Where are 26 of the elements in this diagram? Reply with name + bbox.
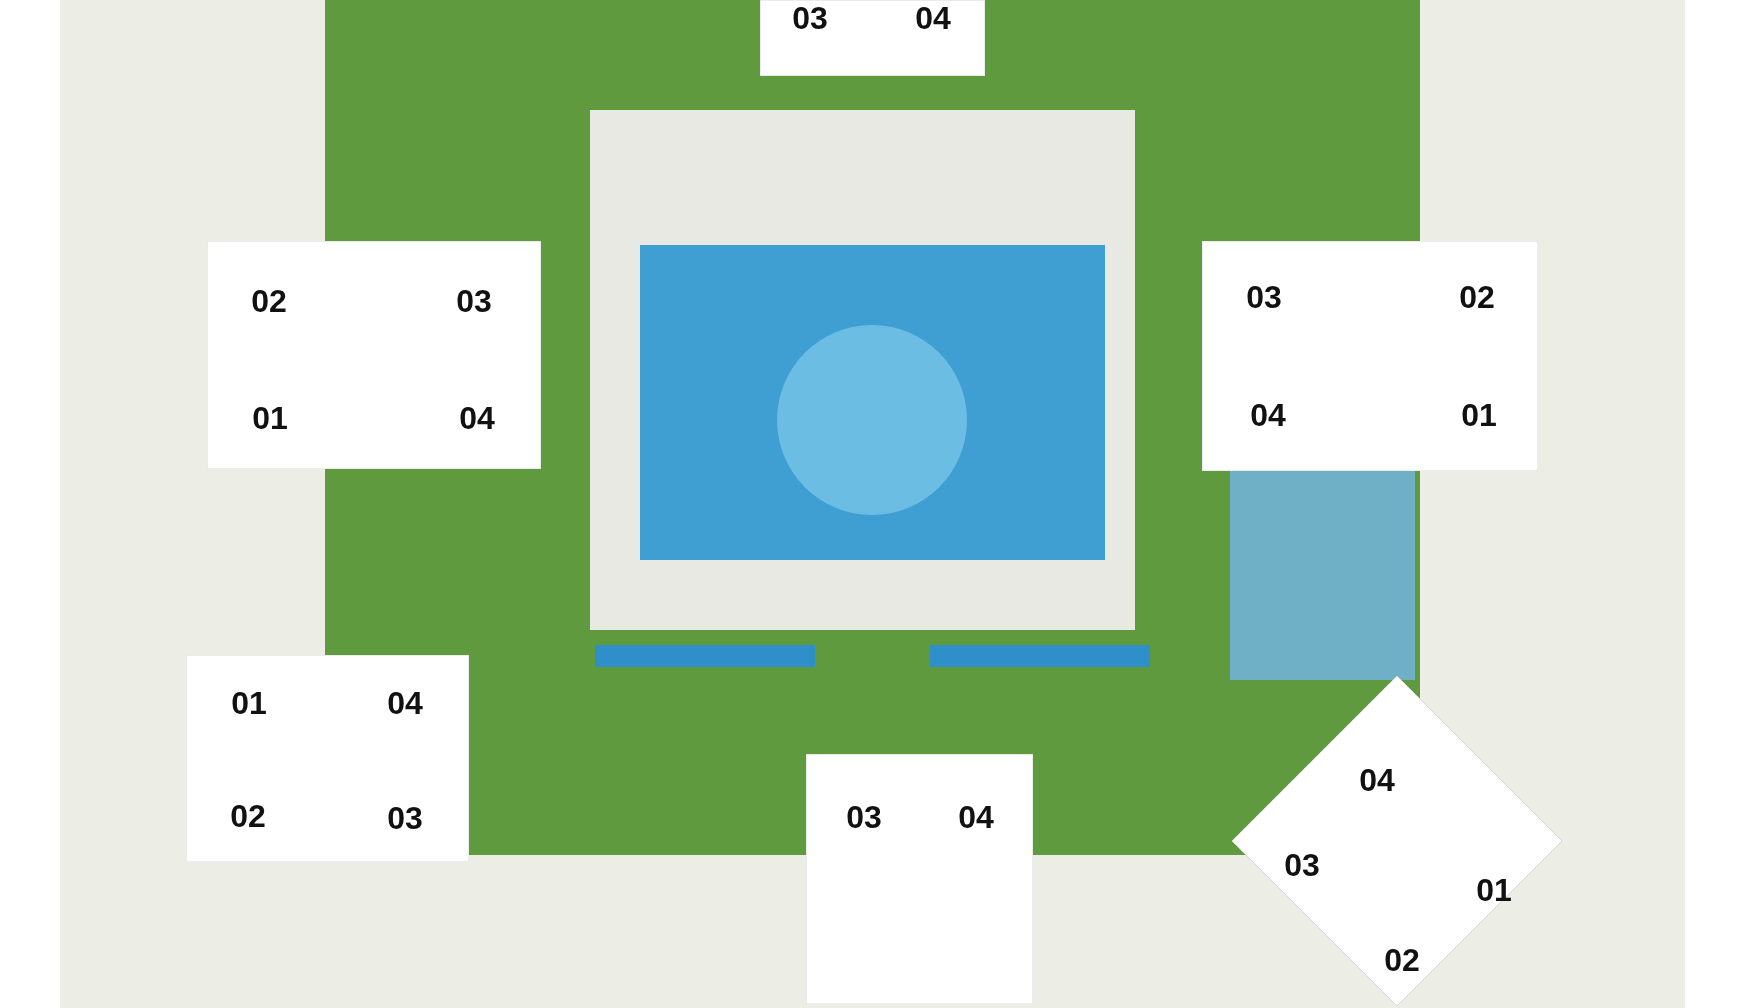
unit-number: 03	[456, 282, 492, 320]
unit-number: 01	[252, 399, 288, 437]
unit-number: 03	[792, 0, 828, 37]
unit-number: 02	[1459, 278, 1495, 316]
unit-number: 01	[1476, 871, 1512, 909]
building-footprint	[760, 0, 985, 76]
building-footprint	[186, 655, 469, 862]
unit-number: 04	[459, 399, 495, 437]
unit-number: 04	[915, 0, 951, 37]
unit-number: 04	[1359, 761, 1395, 799]
unit-number: 03	[846, 798, 882, 836]
unit-number: 01	[231, 684, 267, 722]
building-footprint	[207, 241, 541, 469]
unit-number: 04	[958, 798, 994, 836]
building-footprint	[806, 754, 1033, 1004]
building-footprint	[1202, 241, 1538, 471]
building-footprint	[1232, 676, 1562, 1006]
unit-number: 03	[1284, 846, 1320, 884]
unit-number: 01	[1461, 396, 1497, 434]
unit-number: 03	[1246, 278, 1282, 316]
unit-number: 02	[230, 797, 266, 835]
unit-number: 03	[387, 799, 423, 837]
unit-number: 02	[1384, 941, 1420, 979]
unit-number: 02	[251, 282, 287, 320]
unit-number: 04	[387, 684, 423, 722]
unit-number: 04	[1250, 396, 1286, 434]
